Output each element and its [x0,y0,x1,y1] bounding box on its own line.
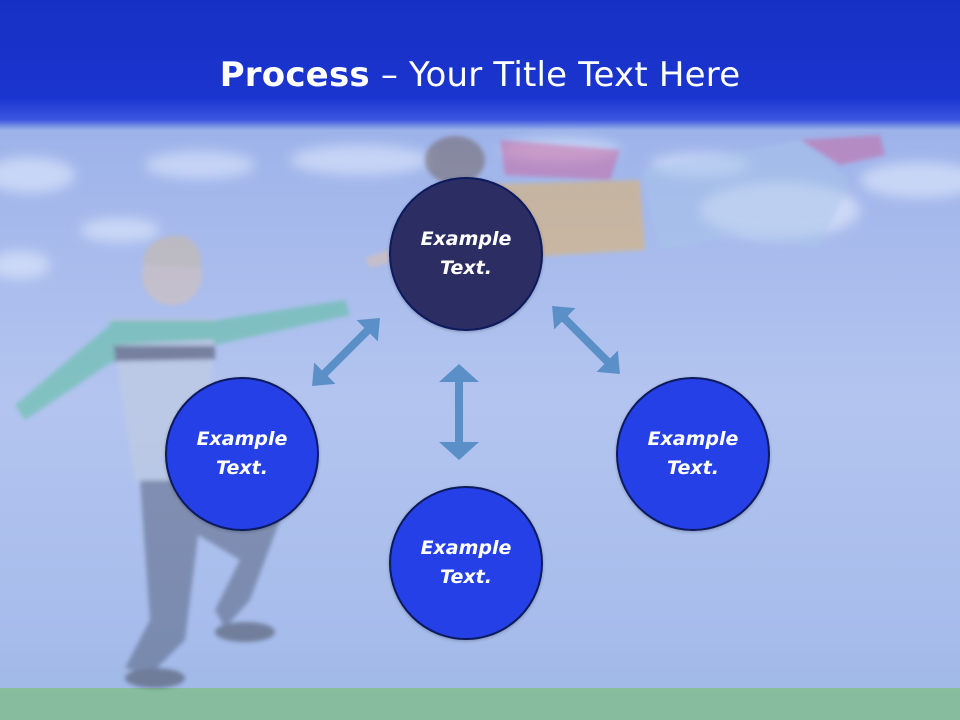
title-bar [0,0,960,130]
title-rest: – Your Title Text Here [369,55,741,95]
node-text-line2: Text. [667,457,719,479]
node-text-line1: Example [420,228,512,250]
node-text-line1: Example [420,537,512,559]
slide-title: Process – Your Title Text Here [0,52,960,98]
node-text-line1: Example [196,428,288,450]
title-bold: Process [219,55,370,95]
node-text-line2: Text. [216,457,268,479]
node-text-line2: Text. [440,257,492,279]
node-text-line2: Text. [440,566,492,588]
node-text-line1: Example [647,428,739,450]
